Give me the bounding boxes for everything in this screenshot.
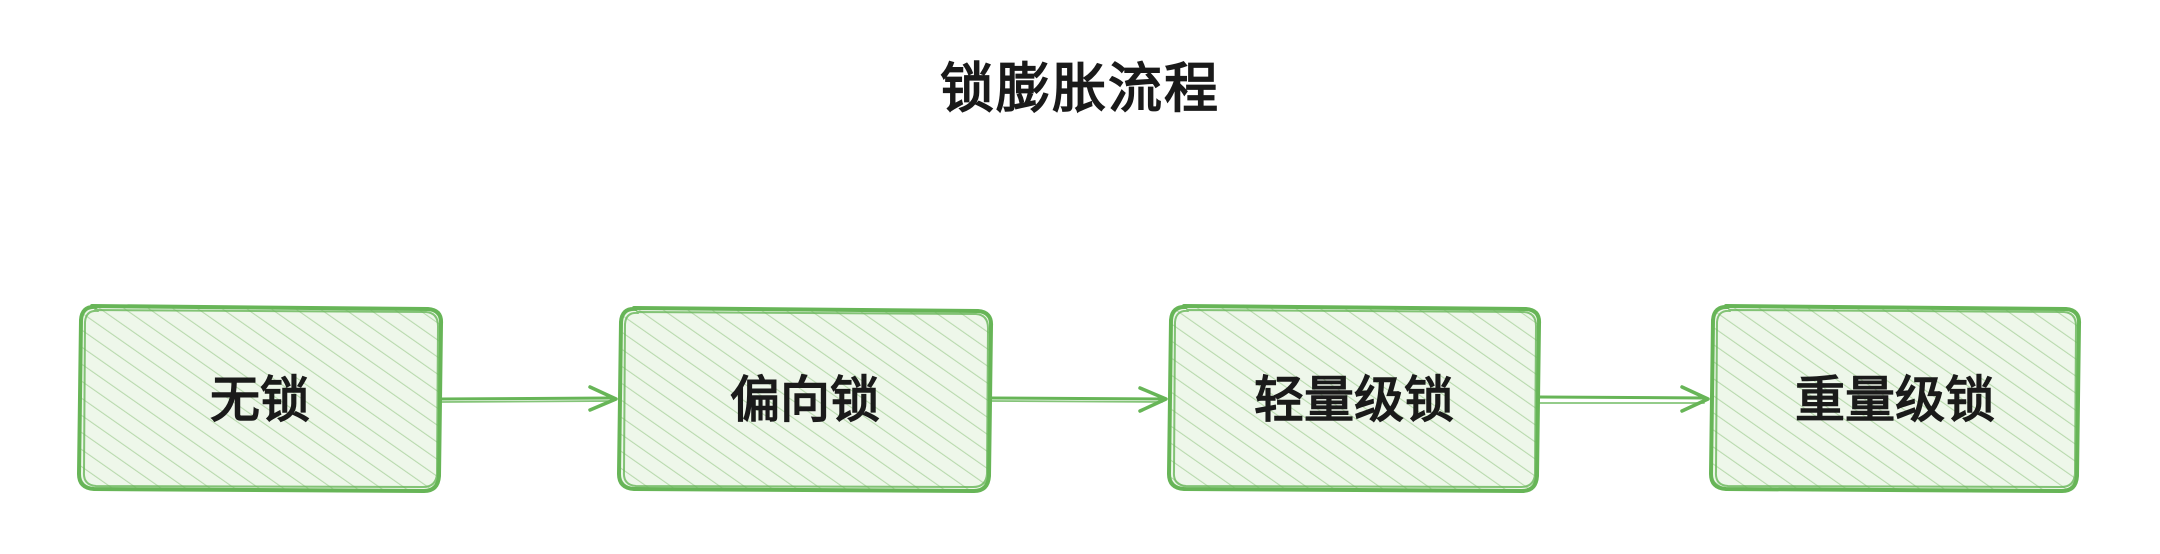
node-lightweight-lock: 轻量级锁 bbox=[1166, 304, 1542, 494]
edge-line bbox=[439, 396, 616, 401]
edge-lightweight-lock-to-heavyweight-lock bbox=[1537, 385, 1710, 413]
arrowhead-icon bbox=[588, 385, 618, 412]
node-hatch bbox=[620, 310, 990, 490]
node-border bbox=[1166, 304, 1542, 494]
node-hatch bbox=[80, 308, 440, 490]
node-border bbox=[76, 304, 444, 494]
node-label-heavyweight-lock: 重量级锁 bbox=[1795, 371, 1995, 429]
node-hatch bbox=[1712, 308, 2078, 490]
node-border bbox=[1708, 304, 2082, 494]
edge-no-lock-to-biased-lock bbox=[439, 385, 618, 412]
arrowhead-icon bbox=[1680, 385, 1710, 413]
node-border-second bbox=[1172, 309, 1538, 489]
node-label-biased-lock: 偏向锁 bbox=[730, 371, 880, 429]
diagram-title: 锁膨胀流程 bbox=[940, 57, 1220, 120]
node-label-lightweight-lock: 轻量级锁 bbox=[1254, 371, 1454, 429]
node-biased-lock: 偏向锁 bbox=[616, 306, 994, 494]
node-label-no-lock: 无锁 bbox=[210, 371, 310, 429]
edge-line-second bbox=[440, 400, 613, 403]
node-border-second bbox=[622, 311, 990, 489]
node-border-second bbox=[82, 309, 440, 489]
node-no-lock: 无锁 bbox=[76, 304, 444, 494]
edge-line bbox=[989, 396, 1166, 401]
node-hatch bbox=[1170, 308, 1538, 490]
edge-biased-lock-to-lightweight-lock bbox=[989, 386, 1168, 413]
edge-line bbox=[1537, 395, 1708, 400]
node-border bbox=[616, 306, 994, 494]
edge-line-second bbox=[990, 400, 1163, 403]
node-heavyweight-lock: 重量级锁 bbox=[1708, 304, 2082, 494]
node-border-second bbox=[1714, 309, 2078, 489]
arrowhead-icon bbox=[1138, 386, 1168, 413]
